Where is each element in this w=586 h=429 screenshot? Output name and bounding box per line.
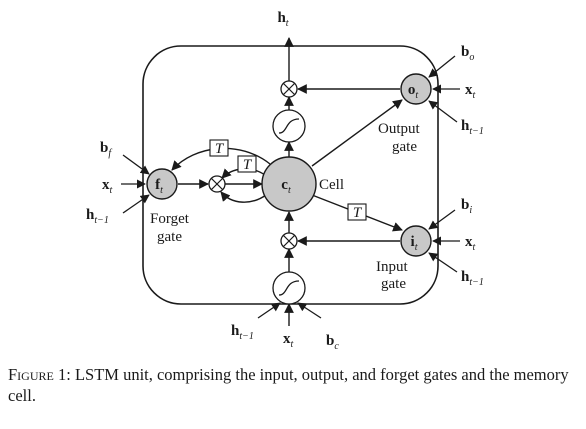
input-gate-symbol: it	[411, 234, 418, 253]
tanh-bottom-icon	[272, 271, 306, 305]
forget-multiply-node	[208, 175, 226, 193]
input-bi-label: bi	[461, 197, 472, 216]
arrow-ht1-to-input-gate	[428, 252, 458, 273]
transfer-box-3-label: T	[353, 205, 363, 221]
forget-gate-label-2: gate	[157, 229, 182, 245]
input-gate-label-2: gate	[381, 276, 406, 292]
input-ht1-label: ht−1	[461, 269, 484, 288]
output-bo-label: bo	[461, 44, 474, 63]
input-gate-label-1: Input	[376, 259, 408, 275]
bottom-xt-label: xt	[283, 331, 294, 350]
figure-caption-text: LSTM unit, comprising the input, output,…	[8, 365, 569, 405]
cell-node	[261, 156, 317, 212]
output-ht-label: ht	[277, 10, 288, 29]
forget-bf-label: bf	[100, 140, 112, 159]
cell-node-symbol: ct	[281, 177, 291, 196]
bottom-bc-label: bc	[326, 333, 339, 352]
arrow-bf-to-forget-gate	[122, 154, 150, 175]
arrow-cell-to-output-gate	[311, 99, 403, 167]
input-gate-node	[400, 225, 432, 257]
output-ht1-label: ht−1	[461, 118, 484, 137]
output-gate-label-1: Output	[378, 121, 421, 137]
output-gate-label-2: gate	[392, 139, 417, 155]
input-xt-label: xt	[465, 234, 476, 253]
figure-caption: Figure 1: LSTM unit, comprising the inpu…	[8, 364, 583, 406]
transfer-box-1	[209, 139, 229, 157]
arrow-bo-to-output-gate	[428, 55, 456, 78]
forget-gate-symbol: ft	[155, 177, 163, 196]
forget-gate-node	[146, 168, 178, 200]
tanh-top-icon	[272, 109, 306, 143]
input-multiply-node	[280, 232, 298, 250]
forget-xt-label: xt	[102, 177, 113, 196]
transfer-box-2-label: T	[243, 157, 253, 173]
transfer-box-3	[347, 203, 367, 221]
output-xt-label: xt	[465, 82, 476, 101]
arrow-bc-to-bottom-tanh	[297, 302, 322, 319]
arrow-ht1-to-bottom-tanh	[257, 302, 281, 319]
lstm-diagram: T T T ct Cell ft Forget gate ot Output g…	[86, 10, 484, 352]
transfer-box-1-label: T	[215, 141, 225, 157]
forget-gate-label-1: Forget	[150, 211, 190, 227]
transfer-box-2	[237, 155, 257, 173]
output-multiply-node	[280, 80, 298, 98]
arrow-bi-to-input-gate	[428, 209, 456, 230]
output-gate-node	[400, 73, 432, 105]
forget-ht1-label: ht−1	[86, 207, 109, 226]
output-gate-symbol: ot	[408, 82, 419, 101]
arrow-cell-recurrence	[220, 191, 267, 203]
arrow-ht1-to-output-gate	[428, 100, 458, 123]
figure-caption-label: Figure 1:	[8, 365, 71, 384]
bottom-ht1-label: ht−1	[231, 323, 254, 342]
arrow-ht1-to-forget-gate	[122, 194, 150, 214]
cell-label: Cell	[319, 177, 344, 193]
